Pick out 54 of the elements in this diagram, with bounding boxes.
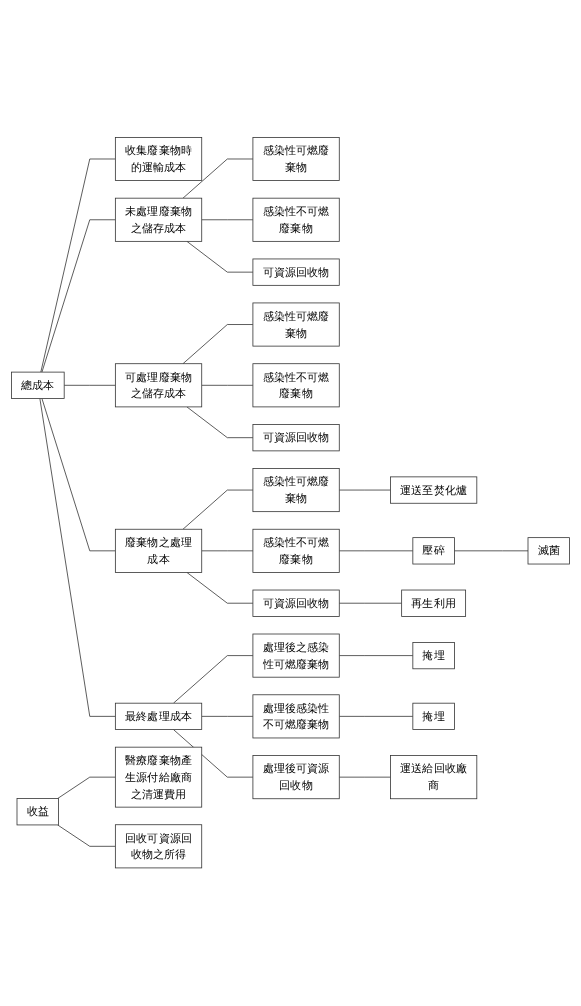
- connector: [201, 385, 254, 387]
- connector: [39, 398, 116, 718]
- node-box: 感染性可燃廢棄物: [252, 302, 340, 347]
- node-box: 感染性可燃廢棄物: [252, 137, 340, 182]
- node-box: 收集廢棄物時的運輸成本: [114, 137, 203, 182]
- node-box: 廢棄物之處理成本: [114, 529, 203, 574]
- connector: [201, 550, 254, 552]
- connector: [338, 603, 403, 604]
- node-box: 醫療廢棄物產生源付給廠商之清運費用: [114, 747, 203, 808]
- node-box: 掩埋: [412, 642, 455, 670]
- node-box: 收益: [16, 798, 59, 826]
- node-box: 運送給回收廠商: [390, 755, 478, 800]
- node-box: 感染性可燃廢棄物: [252, 468, 340, 513]
- connector: [63, 385, 116, 387]
- node-box: 處理後可資源回收物: [252, 755, 340, 800]
- node-box: 感染性不可燃廢棄物: [252, 529, 340, 574]
- connector: [182, 490, 254, 530]
- node-box: 可資源回收物: [252, 589, 340, 618]
- connector: [173, 729, 254, 778]
- node-box: 感染性不可燃廢棄物: [252, 363, 340, 408]
- node-box: 再生利用: [401, 589, 466, 618]
- connector: [182, 324, 254, 365]
- node-box: 最終處理成本: [114, 703, 203, 731]
- node-box: 感染性不可燃廢棄物: [252, 198, 340, 243]
- connector: [186, 241, 254, 273]
- node-box: 滅菌: [527, 537, 570, 565]
- connector: [57, 777, 116, 800]
- connector: [338, 550, 414, 552]
- connector: [201, 219, 254, 221]
- node-box: 未處理廢棄物之儲存成本: [114, 198, 203, 243]
- connector: [182, 158, 254, 199]
- node-box: 掩埋: [412, 703, 455, 731]
- node-box: 處理後之感染性可燃廢棄物: [252, 633, 340, 678]
- connector: [186, 572, 254, 604]
- node-box: 壓碎: [412, 537, 455, 565]
- connector: [338, 655, 414, 657]
- node-box: 總成本: [11, 372, 65, 400]
- connector: [57, 824, 116, 848]
- connector: [41, 398, 116, 552]
- connector: [338, 716, 414, 718]
- node-box: 處理後感染性不可燃廢棄物: [252, 694, 340, 739]
- node-box: 回收可資源回收物之所得: [114, 824, 203, 869]
- connector: [40, 158, 116, 373]
- node-box: 運送至焚化爐: [390, 476, 478, 504]
- connector: [201, 716, 254, 718]
- node-box: 可處理廢棄物之儲存成本: [114, 363, 203, 408]
- connector: [454, 550, 529, 552]
- node-box: 可資源回收物: [252, 424, 340, 452]
- connector: [338, 777, 391, 778]
- node-box: 可資源回收物: [252, 258, 340, 287]
- connector: [338, 490, 391, 491]
- connector: [173, 655, 254, 704]
- connector: [186, 406, 254, 439]
- connector: [41, 219, 116, 373]
